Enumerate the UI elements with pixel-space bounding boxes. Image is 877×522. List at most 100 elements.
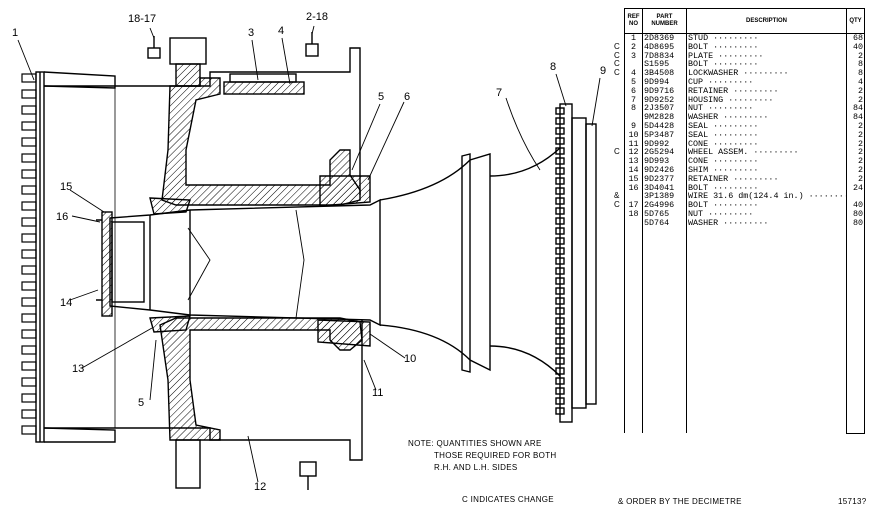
description-text: WHEEL ASSEM. — [688, 148, 749, 158]
ref-cell: 8 — [624, 104, 643, 114]
callout-13: 13 — [72, 363, 85, 375]
description-text: CONE — [688, 157, 709, 166]
header-part-number: PART NUMBER — [642, 8, 687, 34]
stud — [21, 345, 37, 355]
table-filler — [624, 227, 865, 434]
spindle — [109, 198, 381, 327]
ref-cell — [624, 192, 643, 202]
ref-cell — [624, 218, 643, 228]
ref-cell: 2 — [624, 42, 643, 52]
part-number-cell: 9D992 — [642, 139, 687, 149]
gear-tooth — [555, 367, 565, 375]
ref-cell — [624, 60, 643, 70]
description-text: CONE — [688, 139, 709, 149]
stud — [21, 217, 37, 227]
ref-cell: 6 — [624, 86, 643, 96]
stud — [21, 169, 37, 179]
description-cell: CUP ········· — [686, 77, 847, 87]
description-text: RETAINER — [688, 86, 729, 96]
gear-tooth — [555, 117, 565, 125]
description-text: NUT — [688, 209, 704, 219]
bottom-bosses — [175, 439, 317, 490]
description-text: SHIM — [688, 165, 709, 175]
qty-cell: 2 — [846, 86, 865, 96]
qty-cell: 8 — [846, 60, 865, 70]
stud — [21, 89, 37, 99]
gear-tooth — [555, 327, 565, 335]
change-mark: & — [614, 191, 620, 201]
ref-cell: 3 — [624, 51, 643, 61]
description-text: HOUSING — [688, 95, 724, 105]
description-text: WIRE 31.6 dm(124.4 in.) — [688, 192, 804, 202]
leader-dots: ········· — [708, 165, 759, 175]
part-number-cell: 2G4996 — [642, 201, 687, 210]
ref-cell: 1 — [624, 33, 643, 43]
leader-dots: ········· — [708, 201, 759, 210]
gear-tooth — [555, 387, 565, 395]
note-line-2: THOSE REQUIRED FOR BOTH — [434, 451, 557, 460]
ref-cell: 17 — [624, 201, 643, 210]
header-ref: REF NO — [624, 8, 643, 34]
leader-dots: ········· — [708, 157, 759, 166]
stud — [21, 313, 37, 323]
leader-dots: ········· — [703, 77, 754, 87]
leader-dots: ········· — [708, 60, 759, 70]
part-number-cell: 9D993 — [642, 157, 687, 166]
gear-tooth — [555, 237, 565, 245]
stud — [21, 137, 37, 147]
leader-dots: ········· — [728, 174, 779, 184]
leader-dots: ········· — [703, 104, 754, 114]
part-number-cell: 5D765 — [642, 209, 687, 219]
callout-3: 3 — [248, 27, 255, 39]
change-mark: C — [614, 41, 620, 51]
description-cell: WASHER ········· — [686, 218, 847, 228]
gear-tooth — [555, 357, 565, 365]
callout-4: 4 — [278, 25, 285, 37]
part-number-cell: 3D4041 — [642, 183, 687, 193]
description-cell: BOLT ········· — [686, 42, 847, 52]
description-text: WASHER — [688, 113, 719, 122]
qty-cell: 2 — [846, 95, 865, 105]
description-text: STUD — [688, 33, 709, 43]
part-number-cell: 9D994 — [642, 77, 687, 87]
description-cell: BOLT ········· — [686, 60, 847, 70]
gear-tooth — [555, 137, 565, 145]
description-cell: RETAINER ········· — [686, 174, 847, 184]
gear-tooth — [555, 187, 565, 195]
qty-cell: 84 — [846, 113, 865, 122]
empty-cell — [686, 227, 847, 434]
order-note: & ORDER BY THE DECIMETRE — [618, 497, 742, 506]
description-cell: SEAL ········· — [686, 121, 847, 131]
qty-cell: 2 — [846, 121, 865, 131]
change-mark: C — [614, 147, 620, 157]
qty-cell: 2 — [846, 148, 865, 158]
part-number-cell: 2G5294 — [642, 148, 687, 158]
ref-cell: 18 — [624, 209, 643, 219]
outer-drum — [44, 47, 363, 461]
description-text: PLATE — [688, 51, 714, 61]
qty-cell: 2 — [846, 51, 865, 61]
stud — [21, 329, 37, 339]
description-text: CUP — [688, 77, 704, 87]
leader-dots: ········· — [708, 183, 759, 193]
stud — [21, 281, 37, 291]
description-cell: HOUSING ········· — [686, 95, 847, 105]
description-cell: WASHER ········· — [686, 113, 847, 122]
hub-housing — [379, 147, 561, 377]
description-cell: CONE ········· — [686, 139, 847, 149]
qty-cell: 40 — [846, 42, 865, 52]
callout-5-bottom: 5 — [138, 397, 145, 409]
stud — [21, 377, 37, 387]
parts-table-header: REF NO PART NUMBER DESCRIPTION QTY — [624, 8, 865, 34]
change-mark: C — [614, 200, 620, 210]
header-description: DESCRIPTION — [686, 8, 847, 34]
description-text: LOCKWASHER — [688, 69, 739, 78]
ref-cell: 12 — [624, 148, 643, 158]
